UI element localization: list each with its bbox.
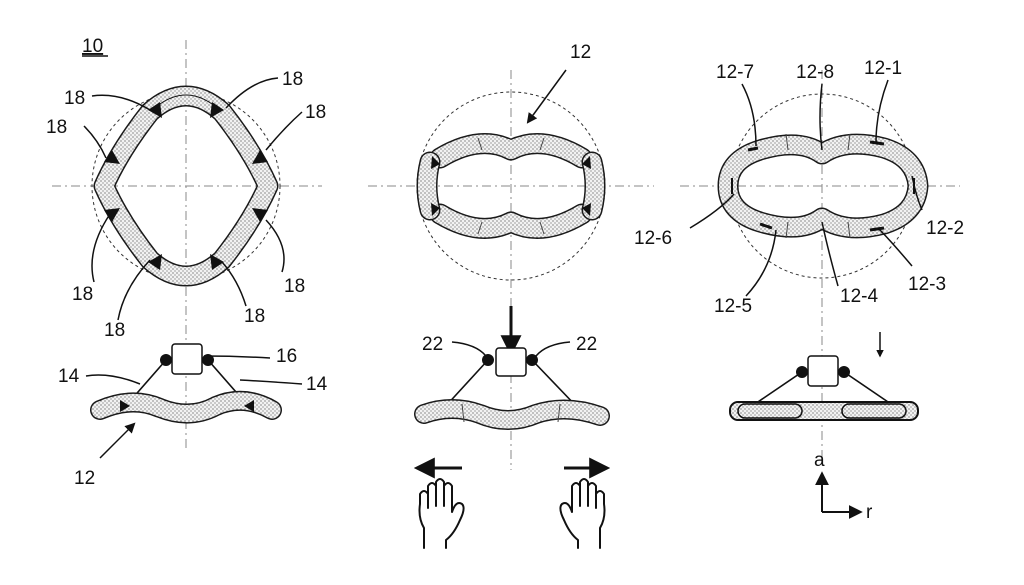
axis-r-label: r (866, 502, 873, 523)
ring-label: 12 (74, 468, 95, 489)
segment-label: 12-7 (716, 62, 754, 83)
marker-label: 18 (284, 276, 305, 297)
right-hand-icon (559, 478, 606, 549)
segment-label: 12-6 (634, 228, 672, 249)
segment-label: 12-8 (796, 62, 834, 83)
left-panel: 10 18 18 18 18 18 (46, 36, 328, 489)
ring-label: 12 (570, 42, 591, 63)
axis-a-label: a (814, 450, 825, 471)
marker-label: 18 (305, 102, 326, 123)
marker-label: 18 (104, 320, 125, 341)
axis-indicator: a r (814, 450, 873, 523)
segmented-ring (717, 133, 929, 239)
marker-label: 18 (282, 69, 303, 90)
reference-circle (91, 91, 281, 281)
marker-label: 18 (46, 117, 67, 138)
right-side-view (729, 355, 919, 421)
segment-label: 12-3 (908, 274, 946, 295)
clamp-block (495, 347, 527, 377)
segment-label: 12-2 (926, 218, 964, 239)
middle-side-view: 22 22 (413, 306, 611, 549)
clamp-label: 16 (276, 346, 297, 367)
four-lobe-ring (93, 85, 279, 287)
segment-label: 12-4 (840, 286, 878, 307)
marker-label: 18 (72, 284, 93, 305)
left-side-view: 14 14 16 12 (58, 343, 328, 489)
segment-label: 12-5 (714, 296, 752, 317)
wire-label: 14 (58, 366, 80, 387)
contact-label: 22 (422, 334, 443, 355)
flattened-ring (416, 133, 606, 239)
right-panel: 12-7 12-8 12-1 12-2 12-3 12-4 12-5 12-6 … (634, 58, 964, 523)
marker-label: 18 (244, 306, 265, 327)
middle-panel: 12 22 22 (368, 42, 654, 549)
contact-label: 22 (576, 334, 597, 355)
wire-label: 14 (306, 374, 328, 395)
figure-number: 10 (82, 36, 103, 57)
segment-label: 12-1 (864, 58, 902, 79)
clamp-block (171, 343, 203, 375)
marker-label: 18 (64, 88, 85, 109)
clamp-block (807, 355, 839, 387)
left-hand-icon (418, 478, 465, 549)
